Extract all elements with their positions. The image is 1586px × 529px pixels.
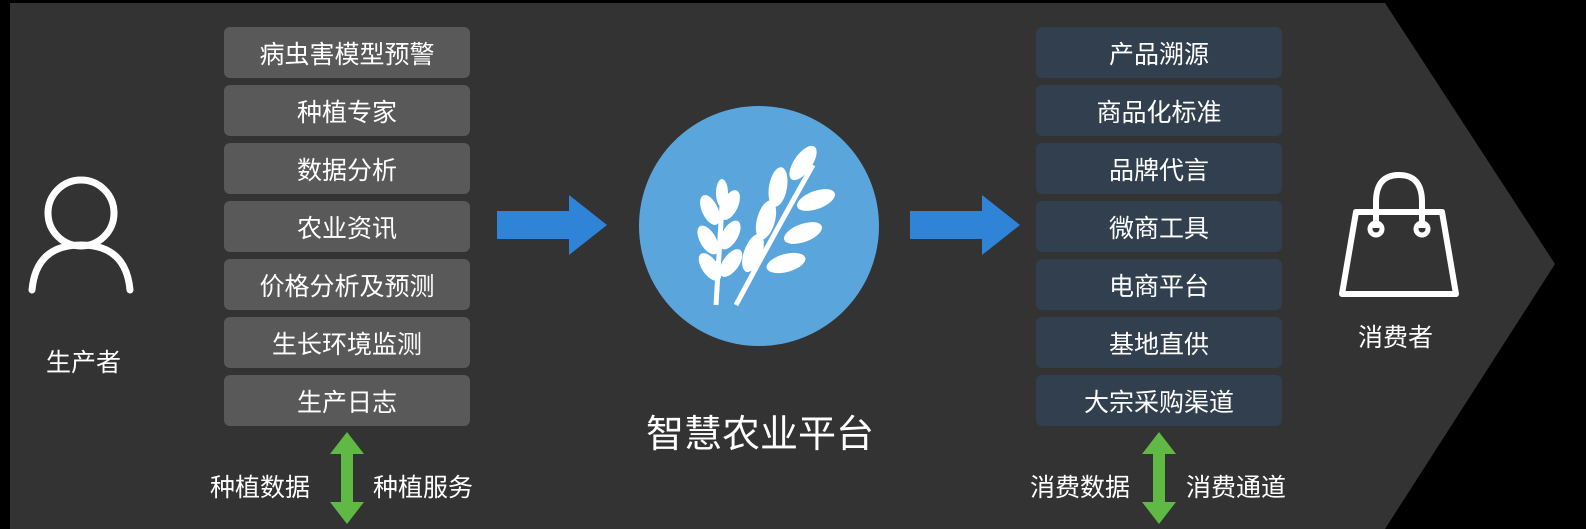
right-service-item: 微商工具 — [1036, 201, 1282, 252]
left-service-item: 价格分析及预测 — [224, 259, 470, 310]
left-service-item: 农业资讯 — [224, 201, 470, 252]
left-flow-down-label: 种植服务 — [373, 473, 474, 502]
double-arrow-icon — [1142, 432, 1176, 524]
right-service-item: 电商平台 — [1036, 259, 1282, 310]
left-service-item: 数据分析 — [224, 143, 470, 194]
right-flow-up-label: 消费数据 — [1030, 473, 1131, 502]
right-service-item: 大宗采购渠道 — [1036, 375, 1282, 426]
double-arrow-icon — [330, 432, 364, 524]
left-service-item: 生长环境监测 — [224, 317, 470, 368]
left-service-item: 病虫害模型预警 — [224, 27, 470, 78]
right-service-item: 产品溯源 — [1036, 27, 1282, 78]
right-arrow-icon — [497, 195, 607, 255]
right-arrow-icon — [910, 195, 1020, 255]
right-service-item: 品牌代言 — [1036, 143, 1282, 194]
right-service-item: 商品化标准 — [1036, 85, 1282, 136]
producer-label: 生产者 — [46, 348, 122, 377]
wheat-icon — [639, 106, 879, 346]
left-flow-up-label: 种植数据 — [210, 473, 311, 502]
platform-title: 智慧农业平台 — [646, 412, 875, 456]
consumer-label: 消费者 — [1358, 323, 1434, 352]
left-service-item: 种植专家 — [224, 85, 470, 136]
shopping-bag-icon — [1339, 171, 1459, 297]
person-icon — [28, 176, 134, 294]
left-service-item: 生产日志 — [224, 375, 470, 426]
right-service-item: 基地直供 — [1036, 317, 1282, 368]
right-flow-down-label: 消费通道 — [1186, 473, 1287, 502]
